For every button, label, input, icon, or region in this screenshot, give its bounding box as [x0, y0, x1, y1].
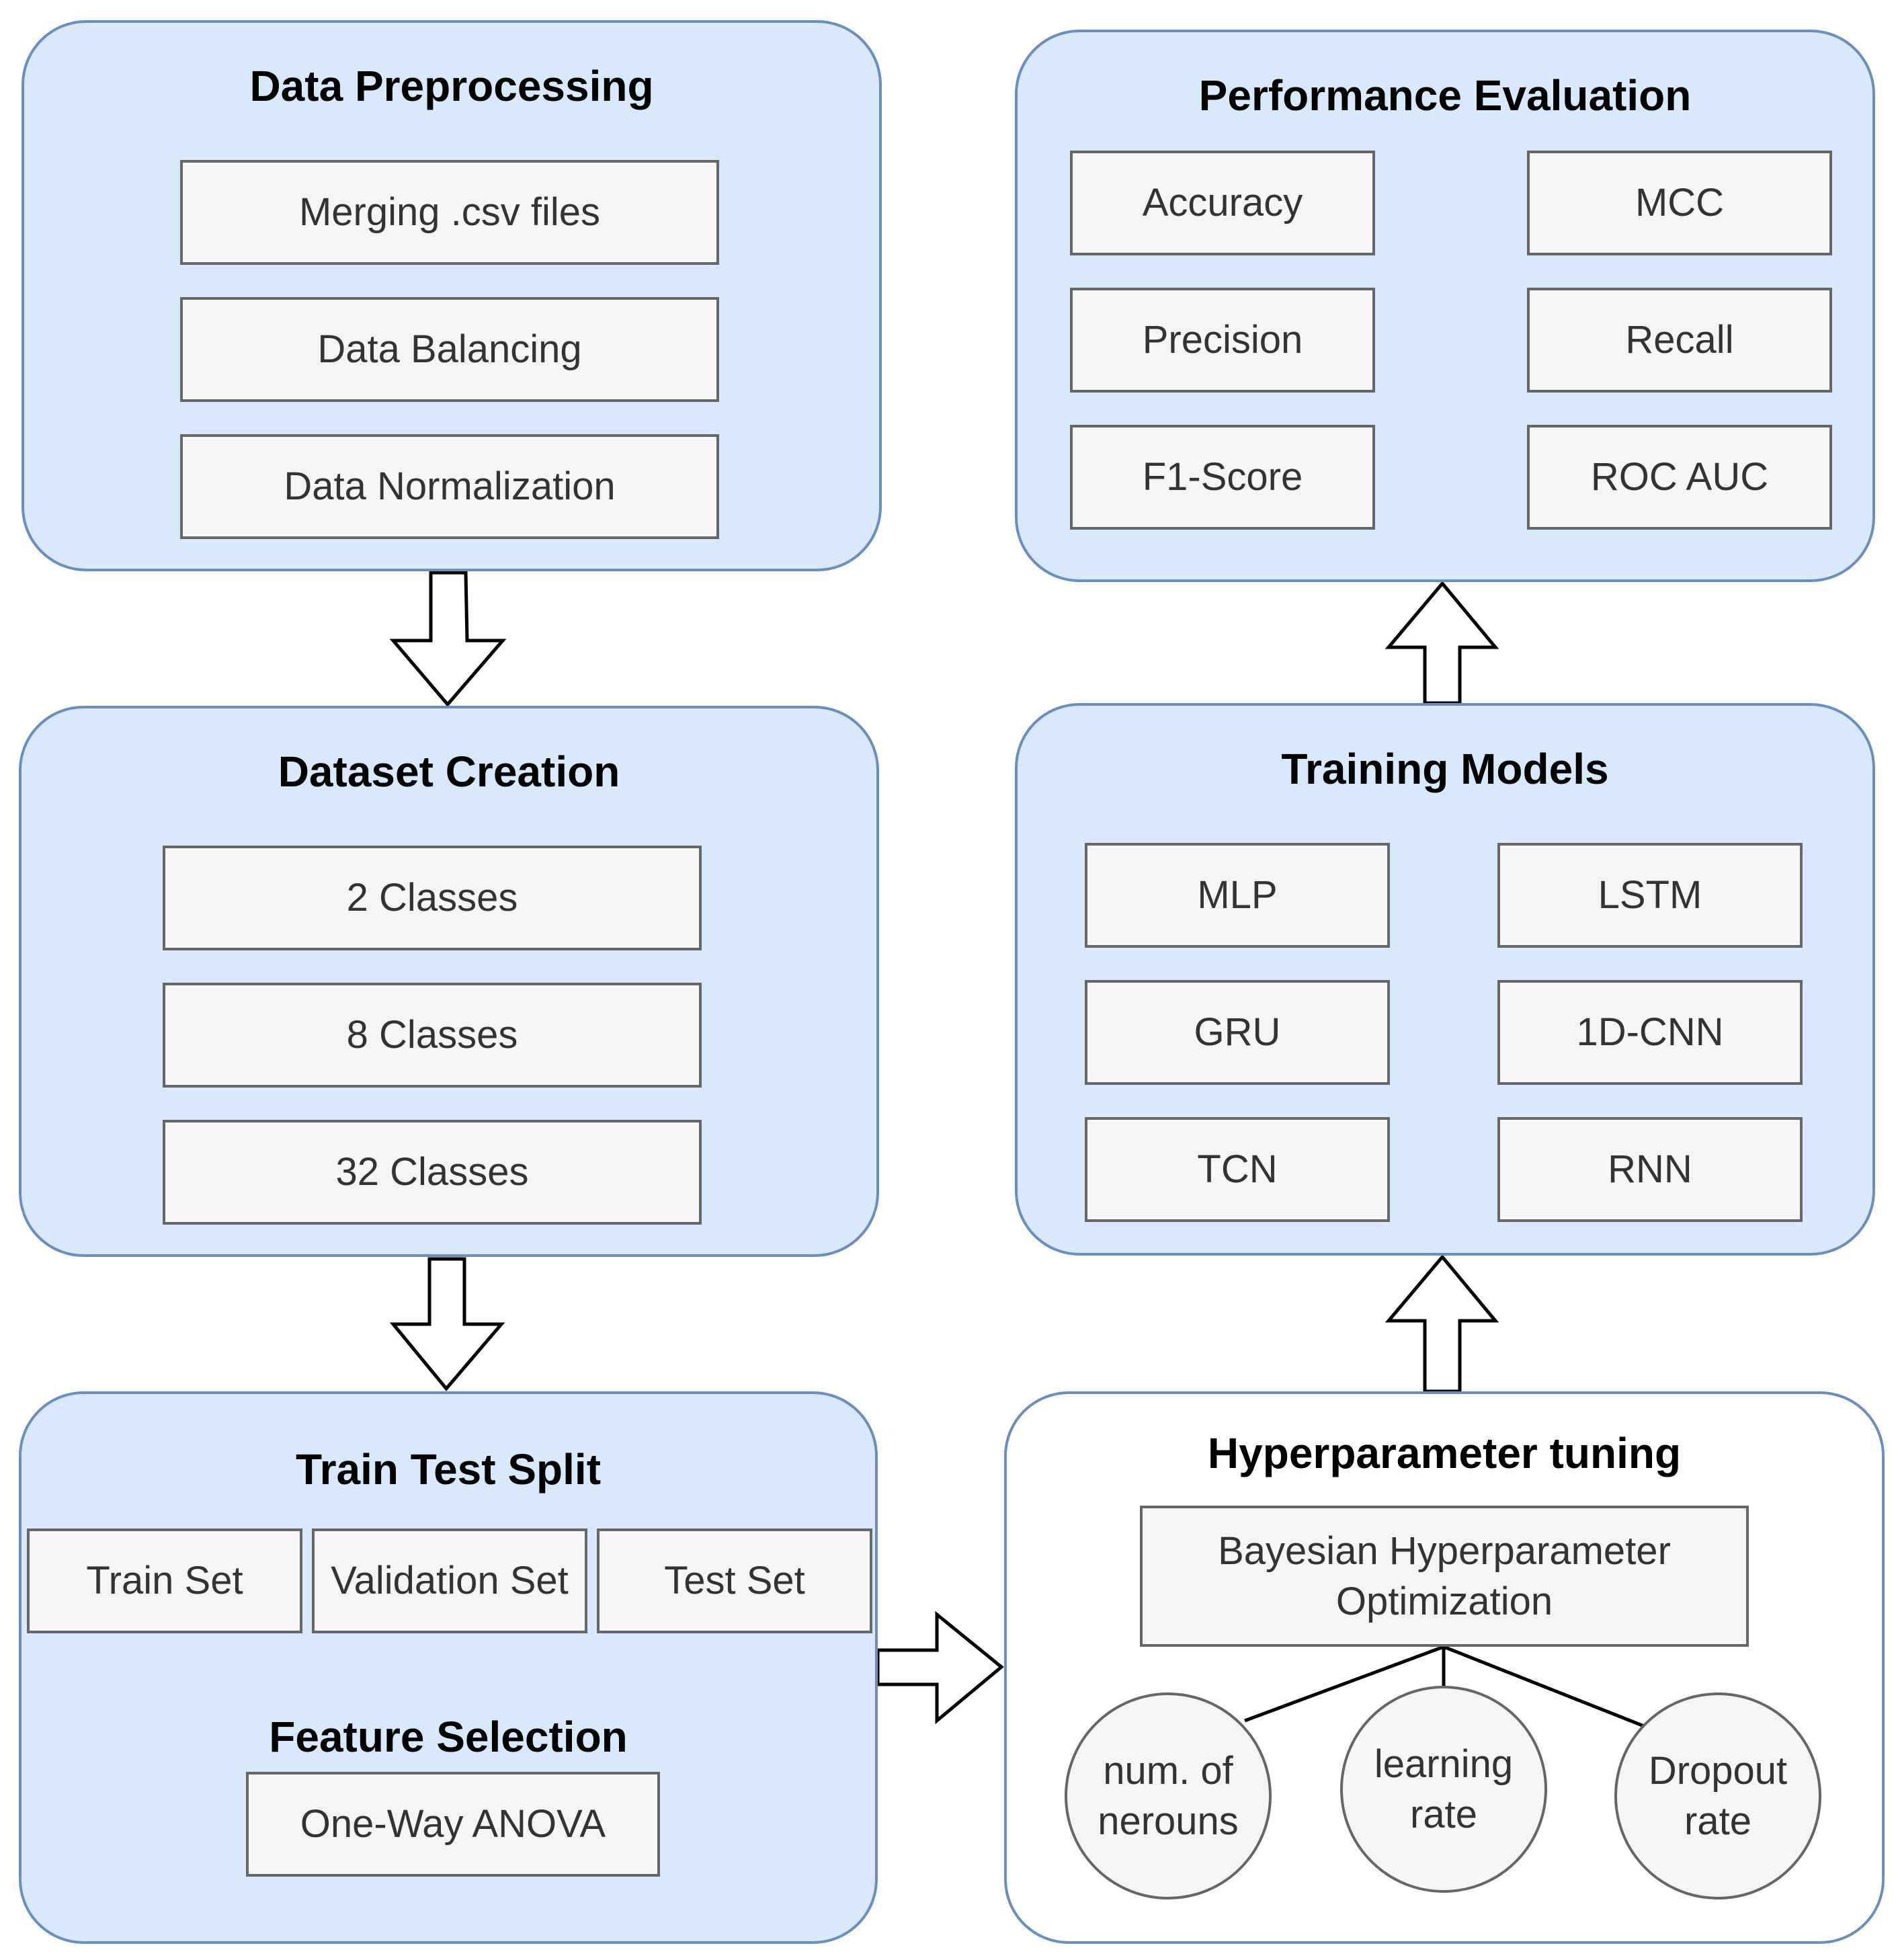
metric-f1-score-box: F1-Score — [1070, 425, 1375, 530]
metric-roc-auc-box: ROC AUC — [1527, 425, 1832, 530]
bayesian-optimization-box: Bayesian Hyperparameter Optimization — [1140, 1506, 1749, 1647]
param-learning-rate-circle: learning rate — [1340, 1686, 1547, 1893]
performance-evaluation-title: Performance Evaluation — [1198, 71, 1692, 120]
dataset-creation-title: Dataset Creation — [278, 747, 620, 796]
metric-recall-box: Recall — [1527, 288, 1832, 393]
data-balancing-box: Data Balancing — [180, 297, 719, 402]
model-tcn-box: TCN — [1085, 1117, 1390, 1222]
data-preprocessing-panel: Data Preprocessing Merging .csv files Da… — [22, 20, 882, 571]
arrow-preprocessing-to-dataset — [389, 571, 507, 707]
model-mlp-box: MLP — [1085, 843, 1390, 948]
test-set-box: Test Set — [597, 1528, 872, 1633]
metric-precision-box: Precision — [1070, 288, 1375, 393]
training-models-panel: Training Models MLP LSTM GRU 1D-CNN TCN … — [1015, 703, 1875, 1256]
metric-mcc-box: MCC — [1527, 151, 1832, 255]
arrow-hyperparameter-to-training — [1385, 1254, 1499, 1393]
merging-csv-box: Merging .csv files — [180, 160, 719, 265]
param-num-neurons-circle: num. of nerouns — [1065, 1692, 1272, 1900]
model-1d-cnn-box: 1D-CNN — [1497, 980, 1803, 1085]
validation-set-box: Validation Set — [312, 1528, 587, 1633]
training-models-title: Training Models — [1281, 745, 1609, 793]
feature-selection-title: Feature Selection — [269, 1713, 628, 1761]
performance-evaluation-panel: Performance Evaluation Accuracy MCC Prec… — [1015, 30, 1875, 582]
model-gru-box: GRU — [1085, 980, 1390, 1085]
train-test-split-panel: Train Test Split Train Set Validation Se… — [19, 1391, 878, 1944]
arrow-split-to-hyperparameter — [876, 1610, 1004, 1725]
connector-line-dropout — [1443, 1645, 1645, 1728]
two-classes-box: 2 Classes — [163, 846, 702, 950]
data-preprocessing-title: Data Preprocessing — [249, 62, 654, 110]
eight-classes-box: 8 Classes — [163, 983, 702, 1088]
data-normalization-box: Data Normalization — [180, 434, 719, 539]
arrow-dataset-to-split — [389, 1257, 505, 1391]
dataset-creation-panel: Dataset Creation 2 Classes 8 Classes 32 … — [19, 706, 879, 1257]
arrow-training-to-evaluation — [1385, 581, 1499, 705]
train-test-split-title: Train Test Split — [296, 1445, 601, 1494]
param-dropout-rate-circle: Dropout rate — [1614, 1692, 1821, 1900]
hyperparameter-tuning-panel — [1004, 1391, 1885, 1944]
model-rnn-box: RNN — [1497, 1117, 1803, 1222]
one-way-anova-box: One-Way ANOVA — [246, 1772, 660, 1877]
metric-accuracy-box: Accuracy — [1070, 151, 1375, 255]
hyperparameter-tuning-title: Hyperparameter tuning — [1207, 1429, 1682, 1477]
train-set-box: Train Set — [27, 1528, 302, 1633]
thirtytwo-classes-box: 32 Classes — [163, 1120, 702, 1225]
connector-line-neurons — [1244, 1645, 1444, 1723]
model-lstm-box: LSTM — [1497, 843, 1803, 948]
